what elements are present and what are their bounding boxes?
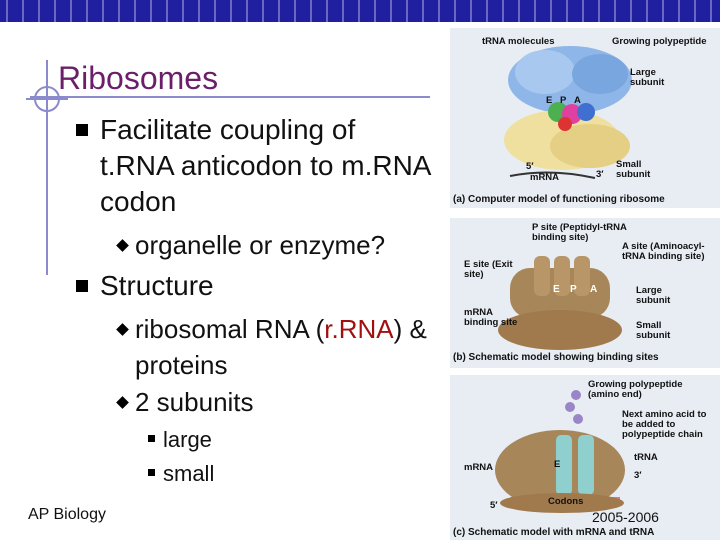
decor-vertical-line bbox=[46, 60, 48, 275]
label-growing-polypeptide: Growing polypeptide (amino end) bbox=[588, 379, 683, 400]
rrna-text-post: ) & proteins bbox=[135, 314, 427, 380]
label-large-subunit: Large subunit bbox=[636, 285, 671, 306]
label-three-prime: 3′ bbox=[634, 470, 642, 481]
crosshair-icon bbox=[26, 78, 68, 120]
bullet-2-sub2-b-text: small bbox=[163, 461, 215, 486]
label-mrna: mRNA bbox=[464, 462, 494, 473]
bullet-2-sub2-a-text: large bbox=[163, 427, 212, 452]
bullet-square-icon bbox=[76, 124, 88, 136]
bullet-2-sub1-text: ribosomal RNA (r.RNA) & proteins bbox=[135, 311, 435, 383]
bullet-diamond-icon bbox=[116, 396, 129, 409]
caption-b: (b) Schematic model showing binding site… bbox=[453, 352, 659, 363]
ribosome-schematic-mrna-trna bbox=[495, 390, 625, 513]
label-small-subunit: Small subunit bbox=[616, 159, 651, 180]
top-banner bbox=[0, 0, 720, 22]
bullet-square-icon bbox=[76, 280, 88, 292]
label-p-site: P site (Peptidyl-tRNA binding site) bbox=[532, 222, 627, 243]
label-site-a: A bbox=[574, 95, 581, 106]
bullet-1-sub-text: organelle or enzyme? bbox=[135, 230, 386, 260]
year-label: 2005-2006 bbox=[592, 509, 659, 525]
label-five-prime: 5′ bbox=[490, 500, 498, 511]
bullet-small-icon bbox=[148, 435, 155, 442]
label-large-subunit: Large subunit bbox=[630, 67, 665, 88]
bullet-diamond-icon bbox=[116, 323, 129, 336]
label-a-site: A site (Aminoacyl-tRNA binding site) bbox=[622, 241, 705, 262]
rrna-text-pre: ribosomal RNA ( bbox=[135, 314, 325, 344]
label-five-prime: 5′ bbox=[526, 161, 534, 172]
label-three-prime: 3′ bbox=[596, 169, 604, 180]
rrna-highlight: r.RNA bbox=[324, 314, 394, 344]
label-next-amino-acid: Next amino acid to be added to polypepti… bbox=[622, 409, 707, 440]
bullet-1-text: Facilitate coupling of t.RNA anticodon t… bbox=[100, 114, 430, 217]
label-codons: Codons bbox=[548, 496, 584, 507]
label-e-site: E site (Exit site) bbox=[464, 259, 513, 280]
bullet-diamond-icon bbox=[116, 239, 129, 252]
bullet-2-text: Structure bbox=[100, 270, 214, 301]
figure-b-panel: P site (Peptidyl-tRNA binding site) E si… bbox=[450, 218, 720, 368]
label-small-subunit: Small subunit bbox=[636, 320, 671, 341]
label-site-e: E bbox=[546, 95, 553, 106]
decor-horizontal-line bbox=[30, 96, 430, 98]
label-mrna: mRNA bbox=[530, 172, 560, 183]
label-trna: tRNA bbox=[634, 452, 658, 463]
bullet-small-icon bbox=[148, 469, 155, 476]
label-site-p: P bbox=[570, 284, 577, 295]
ribosome-schematic-sites bbox=[498, 256, 622, 350]
caption-c: (c) Schematic model with mRNA and tRNA bbox=[453, 527, 655, 538]
label-site-e: E bbox=[553, 284, 560, 295]
label-site-e: E bbox=[554, 459, 561, 470]
label-trna-molecules: tRNA molecules bbox=[482, 36, 555, 47]
banner-pattern bbox=[0, 0, 720, 22]
figure-a-panel: tRNA molecules Growing polypeptide Large… bbox=[450, 28, 720, 208]
slide-title: Ribosomes bbox=[58, 60, 219, 96]
label-growing-polypeptide: Growing polypeptide bbox=[612, 36, 707, 47]
label-site-p: P bbox=[560, 95, 567, 106]
label-site-a: A bbox=[590, 284, 598, 295]
caption-a: (a) Computer model of functioning riboso… bbox=[453, 194, 665, 205]
figure-c-panel: Growing polypeptide (amino end) Next ami… bbox=[450, 375, 720, 540]
ribosome-computer-model bbox=[504, 46, 632, 179]
footer-label: AP Biology bbox=[28, 506, 106, 523]
label-mrna-binding-site: mRNA binding site bbox=[464, 307, 518, 328]
bullet-2-sub2-text: 2 subunits bbox=[135, 387, 254, 417]
